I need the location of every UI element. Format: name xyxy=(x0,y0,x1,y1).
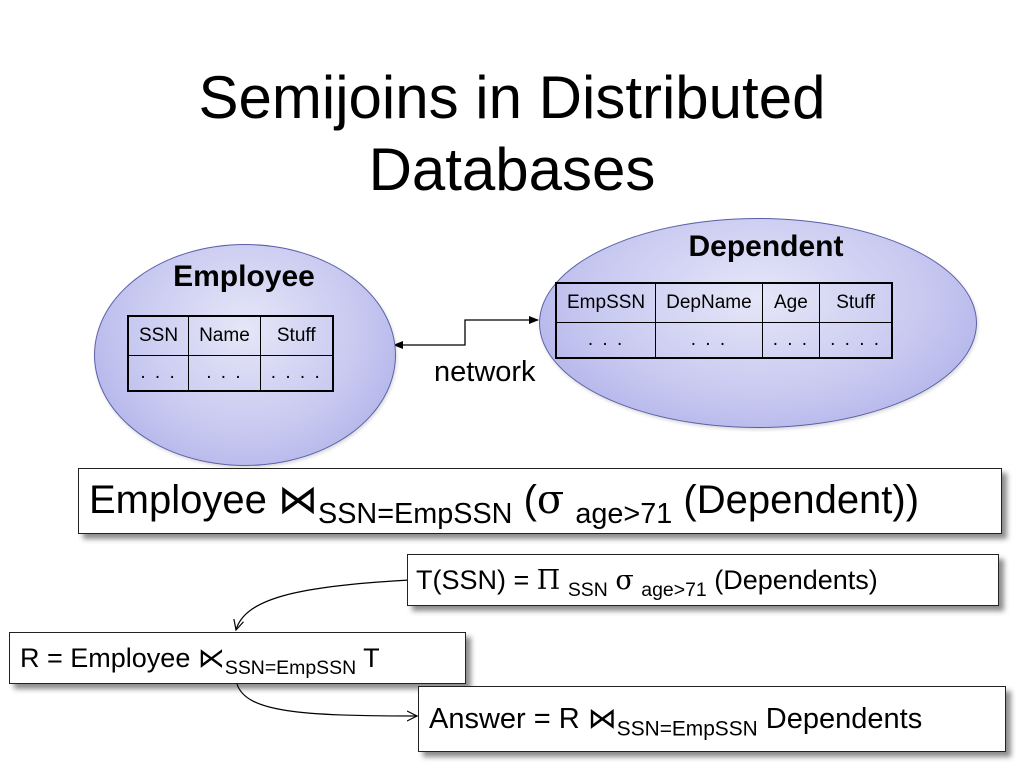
employee-cell: . . . xyxy=(127,355,190,392)
join-symbol: ⋈ xyxy=(587,703,617,735)
step2-lhs: R = Employee xyxy=(20,643,191,673)
employee-table-row: . . . . . . . . . . xyxy=(127,355,334,392)
step3-lhs: Answer = R xyxy=(429,703,580,735)
employee-cell: . . . . xyxy=(259,355,334,392)
dependent-cell: . . . . xyxy=(819,322,893,359)
step3-join-condition: SSN=EmpSSN xyxy=(616,717,758,741)
flow-arrow-r-to-answer xyxy=(236,683,417,716)
join-symbol: ⋈ xyxy=(278,478,318,522)
network-label: network xyxy=(434,356,536,388)
slide-title-line1: Semijoins in Distributed xyxy=(198,64,826,131)
network-link-arrow xyxy=(393,316,539,349)
step2-join-condition: SSN=EmpSSN xyxy=(224,656,357,679)
dependent-col-depname: DepName xyxy=(655,282,763,323)
dependent-table: EmpSSN DepName Age Stuff . . . . . . . .… xyxy=(555,282,894,359)
dependent-cell: . . . xyxy=(761,322,821,359)
semijoin-symbol: ⋉ xyxy=(197,643,225,673)
step1-project-attr: SSN xyxy=(567,578,608,601)
step1-select-condition: age>71 xyxy=(641,578,707,601)
step3-rhs: Dependents xyxy=(765,703,923,735)
query-join-condition: SSN=EmpSSN xyxy=(318,498,513,531)
step2-rhs: T xyxy=(363,643,380,673)
dependent-table-header: EmpSSN DepName Age Stuff xyxy=(555,282,893,323)
dependent-cell: . . . xyxy=(555,322,657,359)
dependent-col-empssn: EmpSSN xyxy=(555,282,657,323)
query-open-paren: ( xyxy=(523,478,537,522)
sigma-symbol: σ xyxy=(536,477,565,523)
dependent-cell: . . . xyxy=(655,322,763,359)
employee-table: SSN Name Stuff . . . . . . . . . . xyxy=(127,315,334,392)
query-expression-box: Employee ⋈SSN=EmpSSN (σ age>71 (Dependen… xyxy=(78,468,1002,534)
employee-cell: . . . xyxy=(188,355,261,392)
step3-box: Answer = R ⋈SSN=EmpSSN Dependents xyxy=(418,686,1006,752)
query-select-condition: age>71 xyxy=(575,498,673,531)
dependent-col-age: Age xyxy=(761,282,821,323)
slide-title-line2: Databases xyxy=(368,136,656,203)
pi-symbol: Π xyxy=(536,565,561,596)
step1-lhs: T(SSN) = xyxy=(416,565,530,595)
sigma-symbol: σ xyxy=(615,565,634,596)
query-left-relation: Employee xyxy=(89,478,267,522)
query-argument: (Dependent)) xyxy=(683,478,920,522)
employee-col-stuff: Stuff xyxy=(259,315,334,356)
step1-argument: (Dependents) xyxy=(714,565,878,595)
flow-arrow-t-to-r xyxy=(236,579,411,630)
slide-title: Semijoins in Distributed Databases xyxy=(0,62,1024,206)
employee-table-header: SSN Name Stuff xyxy=(127,315,334,356)
step1-box: T(SSN) = Π SSN σ age>71 (Dependents) xyxy=(407,554,999,606)
employee-site-label: Employee xyxy=(173,260,315,293)
employee-col-ssn: SSN xyxy=(127,315,190,356)
employee-col-name: Name xyxy=(188,315,261,356)
step2-box: R = Employee ⋉SSN=EmpSSN T xyxy=(9,632,466,684)
dependent-col-stuff: Stuff xyxy=(819,282,893,323)
dependent-table-row: . . . . . . . . . . . . . xyxy=(555,322,893,359)
dependent-site-label: Dependent xyxy=(688,230,844,263)
